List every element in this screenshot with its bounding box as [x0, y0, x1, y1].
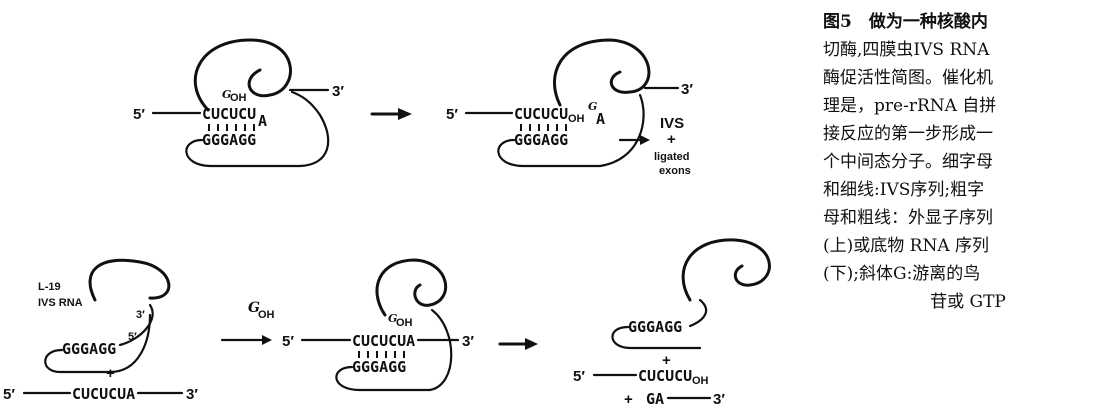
five-prime-label-2: 5′: [446, 106, 458, 123]
ivs-body: [185, 90, 330, 168]
mid-body: [335, 308, 453, 392]
exons-label: exons: [659, 165, 691, 177]
mid-5prime: 5′: [282, 333, 294, 350]
mid-g: G: [388, 312, 397, 325]
caption-line: 苷或 GTP: [930, 292, 1006, 312]
base-pairs-2: [520, 124, 567, 131]
right-loop: [681, 238, 771, 302]
three-prime-label-2: 3′: [681, 81, 693, 98]
top-left-complex: 3′ 5′ CUCUCU A G OH GGGAGG: [133, 38, 344, 168]
plus-right: +: [662, 352, 671, 369]
ivs-loop-2: [552, 38, 651, 107]
ivs-loop: [193, 38, 292, 112]
caption-line: 酶促活性简图。催化机: [823, 68, 993, 88]
guide-seq-2: GGGAGG: [514, 131, 568, 149]
l19-loop: [88, 258, 171, 302]
l19-5prime: 5′: [128, 331, 137, 343]
caption-line: 理是，pre-rRNA 自拼: [823, 96, 997, 116]
caption-line: 个中间态分子。细字母: [823, 152, 993, 172]
ivs-rna-label: IVS RNA: [38, 297, 83, 309]
ga-label: GA: [646, 390, 664, 408]
substrate-cucucua: CUCUCUA: [72, 385, 135, 403]
guide-seq: GGGAGG: [202, 131, 256, 149]
g-oh-label: G: [222, 88, 231, 101]
arrow-1: [370, 108, 412, 120]
three-prime-label: 3′: [332, 83, 344, 100]
bottom-middle: 5′ CUCUCUA 3′ G OH GGGAGG: [282, 258, 474, 392]
oh-sub: OH: [230, 92, 247, 104]
figure-caption: 图5 做为一种核酸内 切酶,四膜虫IVS RNA 酶促活性简图。催化机 理是，p…: [823, 8, 1113, 316]
free-g: G: [248, 300, 260, 316]
plus-ga: +: [624, 391, 633, 408]
five-prime-label: 5′: [133, 106, 145, 123]
right-product: CUCUCU: [638, 367, 692, 385]
caption-line: (下);斜体G:游离的鸟: [823, 264, 981, 284]
sub-3prime: 3′: [186, 386, 198, 403]
plus-bottom: +: [106, 365, 115, 382]
caption-line: 图5 做为一种核酸内: [823, 12, 988, 32]
l19-label: L-19: [38, 281, 61, 293]
ivs-body-2: [497, 93, 645, 168]
mid-loop: [375, 258, 448, 317]
right-guide: GGGAGG: [628, 318, 682, 336]
mid-guide: GGGAGG: [352, 358, 406, 376]
l19-guide: GGGAGG: [62, 340, 116, 358]
top-right-complex: 3′ 5′ CUCUCU OH G A GGGAGG IVS + ligated…: [446, 38, 693, 177]
sub-5prime: 5′: [3, 386, 15, 403]
ribozyme-diagram: 3′ 5′ CUCUCU A G OH GGGAGG 3′ 5′ CUCUCU …: [3, 38, 771, 408]
caption-line: 接反应的第一步形成一: [823, 124, 993, 144]
ivs-label: IVS: [660, 115, 684, 132]
arrow-3: [498, 338, 538, 350]
l19-3prime: 3′: [136, 309, 145, 321]
base-pairs: [208, 124, 255, 131]
caption-line: 母和粗线：外显子序列: [823, 208, 993, 228]
l19-body: [44, 313, 152, 374]
ligated-label: ligated: [654, 151, 689, 163]
base-pairs-3: [358, 351, 405, 358]
bottom-left: L-19 IVS RNA 3′ 5′ GGGAGG + 5′ CUCUCUA 3…: [3, 258, 198, 403]
caption-line: (上)或底物 RNA 序列: [823, 236, 990, 256]
free-g-oh: OH: [258, 309, 275, 321]
a-nucleotide: A: [258, 112, 267, 130]
right-5prime: 5′: [573, 368, 585, 385]
mid-oh: OH: [396, 317, 413, 329]
mid-substrate: CUCUCUA: [352, 332, 415, 350]
substrate-seq: CUCUCU: [202, 105, 256, 123]
mid-3prime: 3′: [462, 333, 474, 350]
caption-line: 和细线:IVS序列;粗字: [823, 180, 985, 200]
caption-line: 切酶,四膜虫IVS RNA: [823, 40, 990, 60]
a-nucleotide-2: A: [596, 110, 605, 128]
oh-sub-2: OH: [568, 113, 585, 125]
g-label-2: G: [588, 100, 597, 113]
right-oh: OH: [692, 375, 709, 387]
plus-label: +: [667, 131, 676, 148]
arrow-2: G OH: [220, 300, 275, 345]
ga-3prime: 3′: [713, 391, 725, 408]
substrate-seq-2: CUCUCU: [514, 105, 568, 123]
bottom-right: GGGAGG + 5′ CUCUCU OH + GA 3′: [573, 238, 771, 408]
